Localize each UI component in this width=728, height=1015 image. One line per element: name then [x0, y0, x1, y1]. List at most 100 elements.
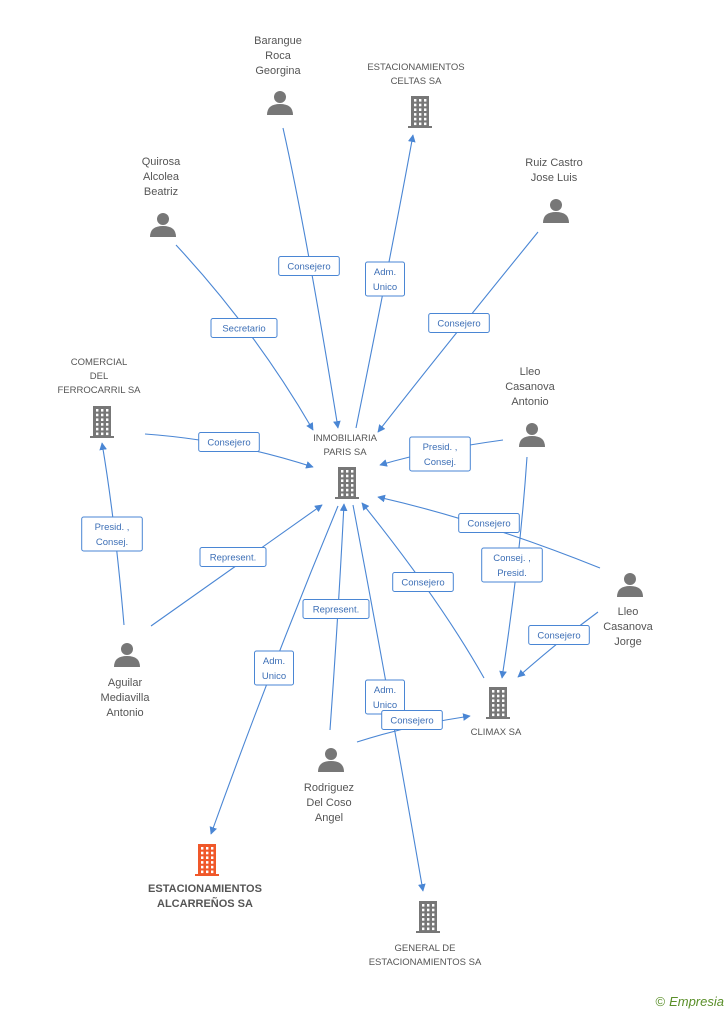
node-label-line: INMOBILIARIA: [313, 433, 378, 444]
node-label-line: Antonio: [511, 396, 548, 408]
node-label-line: Del Coso: [306, 797, 351, 809]
edge-label[interactable]: Presid. ,Consej.: [81, 516, 143, 552]
edge-label[interactable]: Consej. , Presid.: [481, 547, 543, 583]
node-label-line: Lleo: [520, 366, 541, 378]
building-icon: [335, 467, 359, 499]
edge-label[interactable]: Adm. Unico: [365, 261, 405, 297]
edge-label-text: Adm.: [374, 685, 396, 696]
edge-label-text: Secretario: [222, 324, 265, 335]
edge-aguilar-to-inmobiliaria: [150, 504, 323, 627]
node-label-line: PARIS SA: [323, 447, 367, 458]
node-label-line: Angel: [315, 812, 343, 824]
edge-label-box: [458, 513, 520, 533]
node-label-line: Jose Luis: [531, 172, 578, 184]
node-label-line: DEL: [90, 371, 108, 382]
node-label-line: ALCARREÑOS SA: [157, 897, 253, 910]
node-label-line: ESTACIONAMIENTOS: [367, 62, 464, 73]
node-celtas[interactable]: ESTACIONAMIENTOS CELTAS SA: [367, 62, 465, 128]
edge-label-box: [528, 625, 590, 645]
copyright-symbol: ©: [655, 994, 666, 1009]
edge-label-box: [198, 432, 260, 452]
edge-label-text: Consejero: [401, 578, 444, 589]
node-label-line: COMERCIAL: [71, 357, 127, 368]
edge-label[interactable]: Consejero: [458, 513, 520, 533]
node-label-line: Roca: [265, 50, 292, 62]
node-label-line: Ruiz Castro: [525, 157, 582, 169]
node-label-line: Barangue: [254, 35, 302, 47]
edge-label[interactable]: Represent.: [302, 599, 370, 619]
node-label-line: Rodriguez: [304, 782, 354, 794]
edge-label-box: [392, 572, 454, 592]
edge-label[interactable]: Consejero: [278, 256, 340, 276]
node-label-line: Antonio: [106, 707, 143, 719]
edge-label[interactable]: Presid. , Consej.: [409, 436, 471, 472]
edge-label-text: Unico: [373, 282, 397, 293]
edge-label-text: Presid. ,: [95, 522, 130, 533]
node-label-line: Jorge: [614, 636, 642, 648]
node-label-line: CELTAS SA: [391, 76, 443, 87]
edge-label-box: [254, 650, 294, 686]
node-label-line: Lleo: [618, 606, 639, 618]
building-icon: [416, 901, 440, 933]
edge-label[interactable]: Consejero: [381, 710, 443, 730]
node-general[interactable]: GENERAL DE ESTACIONAMIENTOS SA: [369, 901, 482, 968]
building-icon: [90, 406, 114, 438]
brand-footer[interactable]: ©Empresia: [655, 994, 724, 1009]
edge-label-text: Presid. ,: [423, 442, 458, 453]
node-label-line: GENERAL DE: [395, 943, 456, 954]
edge-label-text: Adm.: [374, 267, 396, 278]
edge-label-box: [81, 516, 143, 552]
brand-name: Empresia: [669, 994, 724, 1009]
node-comercial[interactable]: COMERCIAL DEL FERROCARRIL SA: [57, 357, 141, 438]
person-icon: [617, 573, 643, 597]
node-label-line: CLIMAX SA: [471, 727, 522, 738]
edge-climax-to-inmobiliaria: [361, 502, 485, 679]
building-icon: [486, 687, 510, 719]
edge-barangue-to-inmobiliaria: [282, 127, 341, 429]
edge-label[interactable]: Represent.: [199, 547, 267, 567]
node-alcarrenos[interactable]: ESTACIONAMIENTOS ALCARREÑOS SA: [148, 844, 262, 910]
edge-label[interactable]: Consejero: [198, 432, 260, 452]
node-label-line: Quirosa: [142, 156, 181, 168]
edge-label-text: Consejero: [467, 519, 510, 530]
edge-label[interactable]: Secretario: [210, 318, 278, 338]
edge-label-box: [210, 318, 278, 338]
edge-label-text: Consejero: [207, 438, 250, 449]
edge-label-text: Unico: [262, 671, 286, 682]
edge-label[interactable]: Consejero: [428, 313, 490, 333]
person-icon: [150, 213, 176, 237]
edge-label-box: [409, 436, 471, 472]
person-icon: [318, 748, 344, 772]
edge-label-text: Consej.: [424, 457, 456, 468]
node-label-line: Mediavilla: [101, 692, 151, 704]
edge-label[interactable]: Consejero: [392, 572, 454, 592]
edge-ruiz-to-inmobiliaria: [377, 231, 539, 433]
node-label-line: Aguilar: [108, 677, 143, 689]
edge-label-text: Consej. ,: [493, 553, 531, 564]
node-label-line: Beatriz: [144, 186, 178, 198]
edge-label-box: [428, 313, 490, 333]
person-icon: [114, 643, 140, 667]
node-label-line: FERROCARRIL SA: [57, 385, 141, 396]
edge-label[interactable]: Adm. Unico: [365, 679, 405, 715]
edge-label-text: Consejero: [437, 319, 480, 330]
edge-label-text: Represent.: [313, 605, 359, 616]
node-label-line: ESTACIONAMIENTOS: [148, 883, 262, 895]
edge-label[interactable]: Adm.Unico: [254, 650, 294, 686]
node-inmobiliaria[interactable]: INMOBILIARIA PARIS SA: [313, 433, 378, 499]
node-climax[interactable]: CLIMAX SA: [471, 687, 522, 738]
edge-label-text: Presid.: [497, 568, 527, 579]
node-label-line: Casanova: [505, 381, 555, 393]
person-icon: [543, 199, 569, 223]
edge-label[interactable]: Consejero: [528, 625, 590, 645]
node-label-line: ESTACIONAMIENTOS SA: [369, 957, 482, 968]
edge-label-text: Unico: [373, 700, 397, 711]
